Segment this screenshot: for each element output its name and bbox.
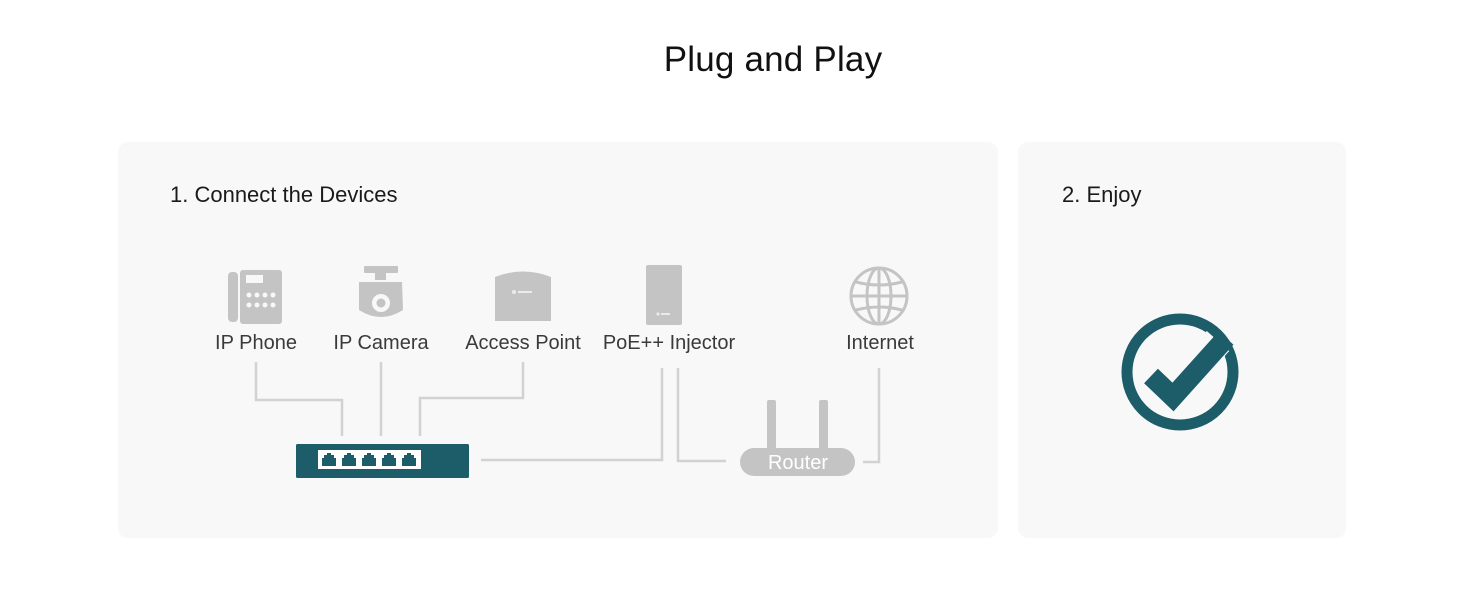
- line-injector-to-router: [676, 368, 726, 463]
- connect-devices-panel: 1. Connect the Devices: [118, 142, 998, 538]
- line-switch-to-injector: [481, 368, 664, 462]
- line-router-to-internet: [863, 368, 881, 464]
- access-point-icon: [495, 271, 551, 321]
- line-access-point-to-switch: [418, 362, 525, 436]
- router-icon: Router: [740, 400, 855, 476]
- checkmark-circle-icon: [1121, 313, 1239, 431]
- line-ip-phone-to-switch: [254, 362, 344, 436]
- device-label-access-point: Access Point: [465, 332, 581, 354]
- connection-lines: [254, 362, 881, 464]
- enjoy-step-heading: 2. Enjoy: [1062, 182, 1142, 207]
- device-label-ip-camera: IP Camera: [333, 332, 429, 354]
- ip-phone-icon: [228, 270, 282, 324]
- enjoy-panel: 2. Enjoy: [1018, 142, 1346, 538]
- switch-icon: [296, 444, 469, 478]
- page-title: Plug and Play: [663, 40, 883, 79]
- device-label-poe-injector: PoE++ Injector: [602, 332, 736, 354]
- device-label-ip-phone: IP Phone: [215, 332, 297, 354]
- poe-injector-icon: [646, 265, 682, 325]
- router-label: Router: [768, 452, 828, 474]
- ip-camera-icon: [359, 266, 403, 317]
- network-diagram: Router: [228, 265, 909, 478]
- device-label-internet: Internet: [846, 332, 914, 354]
- connect-step-heading: 1. Connect the Devices: [170, 182, 398, 207]
- globe-icon: [849, 266, 909, 326]
